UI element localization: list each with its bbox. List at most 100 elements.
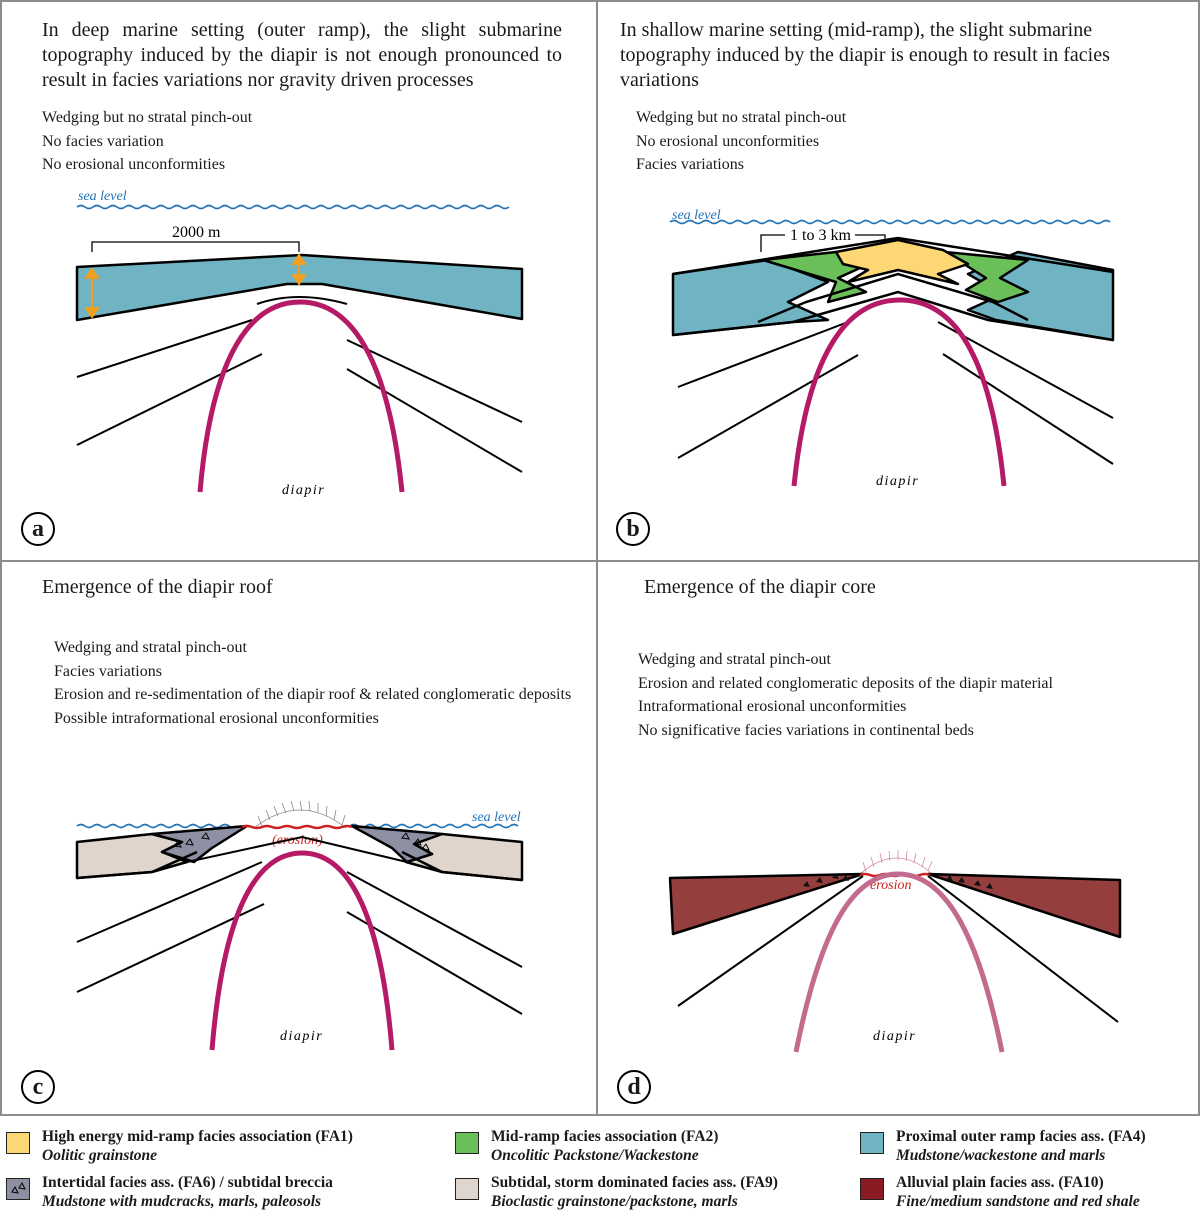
panel-a-bullet: Wedging but no stratal pinch-out [42, 109, 253, 126]
legend-swatch [455, 1132, 479, 1154]
diapir-label: diapir [280, 1029, 323, 1044]
panel-c-bullet: Wedging and stratal pinch-out [54, 639, 247, 656]
panel-a-observations: Wedging but no stratal pinch-out No faci… [42, 106, 252, 177]
bed-boundary [346, 368, 523, 473]
panel-d-observations: Wedging and stratal pinch-out Erosion an… [638, 648, 1053, 742]
panel-c-diagram: sea level (erosion) diapir [75, 800, 524, 1051]
panel-b-diagram: sea level 1 to 3 km diapir [669, 208, 1115, 489]
bed-boundary [672, 290, 1114, 342]
legend-sub: Mudstone with mudcracks, marls, paleosol… [42, 1193, 322, 1210]
panel-c: Emergence of the diapir roof Wedging and… [0, 560, 598, 1116]
thickness-arrows [84, 253, 307, 319]
panel-d: Emergence of the diapir core Wedging and… [596, 560, 1200, 1116]
legend-name: Mid-ramp facies association (FA2) [491, 1128, 719, 1145]
legend-sub: Bioclastic grainstone/packstone, marls [491, 1193, 738, 1210]
bed-boundary [76, 353, 263, 446]
breccia-symbols [173, 832, 430, 851]
panel-a-bullet: No facies variation [42, 132, 164, 150]
panel-d-bullet: Intraformational erosional unconformitie… [638, 698, 907, 715]
panel-c-bullet: Erosion and re-sedimentation of the diap… [54, 686, 572, 703]
legend-name: Alluvial plain facies ass. (FA10) [896, 1174, 1104, 1191]
bed-boundary [937, 321, 1114, 419]
fa1-layer [834, 238, 970, 286]
diapir-outline [793, 871, 1005, 1053]
diapir-label: diapir [876, 474, 919, 489]
scale-bar [91, 241, 300, 252]
bed-boundary [942, 353, 1114, 465]
sea-level-label: sea level [472, 810, 521, 825]
panel-d-title: Emergence of the diapir core [644, 576, 876, 598]
legend-name: Subtidal, storm dominated facies ass. (F… [491, 1174, 778, 1191]
panel-b-badge: b [616, 512, 650, 546]
bed-boundary [256, 296, 348, 305]
sea-level-line [76, 204, 510, 210]
bed-boundary [677, 875, 864, 1007]
bed-boundary [76, 319, 253, 378]
bed-boundary [927, 875, 1119, 1023]
diapir-outline [791, 297, 1007, 487]
sea-level-label: sea level [78, 189, 127, 204]
eroded-core-hatch [859, 850, 933, 875]
bed-boundary [76, 861, 263, 943]
erosion-label: erosion [870, 878, 911, 893]
bed-boundary [186, 835, 408, 863]
breccia-icon [11, 1181, 26, 1194]
diapir-label: diapir [873, 1029, 916, 1044]
panel-d-bullet: Wedging and stratal pinch-out [638, 651, 831, 668]
bed-boundary [346, 339, 523, 423]
panel-d-diagram: erosion diapir [668, 850, 1122, 1053]
conglomerate-symbols [803, 873, 993, 889]
legend-sub: Mudstone/wackestone and marls [896, 1147, 1106, 1164]
panel-c-observations: Wedging and stratal pinch-out Facies var… [54, 636, 586, 730]
bed-boundary [757, 272, 1029, 324]
panel-d-bullet: No significative facies variations in co… [638, 721, 974, 739]
bed-boundary [346, 911, 523, 1015]
scale-label: 2000 m [172, 224, 221, 241]
fa4-layer [75, 253, 524, 322]
fa10-layer [668, 872, 865, 936]
panel-a-diagram: sea level 2000 m diapir [75, 189, 524, 498]
legend-swatch [860, 1178, 884, 1200]
erosion-label: (erosion) [272, 833, 323, 848]
legend-sub: Fine/medium sandstone and red shale [896, 1193, 1140, 1210]
panel-d-bullet: Erosion and related conglomeratic deposi… [638, 674, 1053, 692]
bed-top [672, 236, 1114, 276]
fa9-layer [75, 832, 189, 880]
panel-c-badge: c [21, 1070, 55, 1104]
legend-swatch [6, 1178, 30, 1200]
legend-name: High energy mid-ramp facies association … [42, 1128, 353, 1145]
diapir-label: diapir [282, 483, 325, 498]
panel-b-bullet: Wedging but no stratal pinch-out [636, 109, 847, 126]
panel-c-bullet: Facies variations [54, 662, 162, 680]
legend-sub: Oncolitic Packstone/Wackestone [491, 1147, 699, 1164]
scale-label: 1 to 3 km [790, 227, 851, 244]
bed-boundary [346, 871, 523, 968]
bed-boundary [677, 321, 849, 388]
legend-swatch [6, 1132, 30, 1154]
erosion-surface [241, 824, 353, 830]
panel-a-title: In deep marine setting (outer ramp), the… [42, 19, 562, 91]
legend-swatch [455, 1178, 479, 1200]
panel-b-bullet: No erosional unconformities [636, 132, 820, 150]
panel-b-bullet: Facies variations [636, 156, 744, 173]
legend-swatch [860, 1132, 884, 1154]
bed-boundary [677, 354, 859, 459]
panel-a-bullet: No erosional unconformities [42, 156, 226, 173]
panel-c-bullet: Possible intraformational erosional unco… [54, 709, 379, 727]
legend-name: Intertidal facies ass. (FA6) / subtidal … [42, 1174, 333, 1191]
panel-b-title: In shallow marine setting (mid-ramp), th… [620, 19, 1110, 91]
panel-d-badge: d [617, 1070, 651, 1104]
diapir-outline [209, 850, 395, 1051]
sea-level-label: sea level [672, 208, 721, 223]
facies-legend: High energy mid-ramp facies association … [0, 1118, 1200, 1220]
legend-sub: Oolitic grainstone [42, 1147, 157, 1164]
eroded-roof-hatch [253, 800, 347, 829]
panel-b: In shallow marine setting (mid-ramp), th… [596, 0, 1200, 562]
sea-level-line [669, 219, 1111, 225]
bed-boundary [76, 850, 523, 882]
panel-b-observations: Wedging but no stratal pinch-out No eros… [636, 106, 846, 177]
bed-boundary [76, 903, 265, 993]
panel-c-title: Emergence of the diapir roof [42, 576, 273, 598]
panel-a: In deep marine setting (outer ramp), the… [0, 0, 598, 562]
fa10-layer [926, 872, 1122, 939]
